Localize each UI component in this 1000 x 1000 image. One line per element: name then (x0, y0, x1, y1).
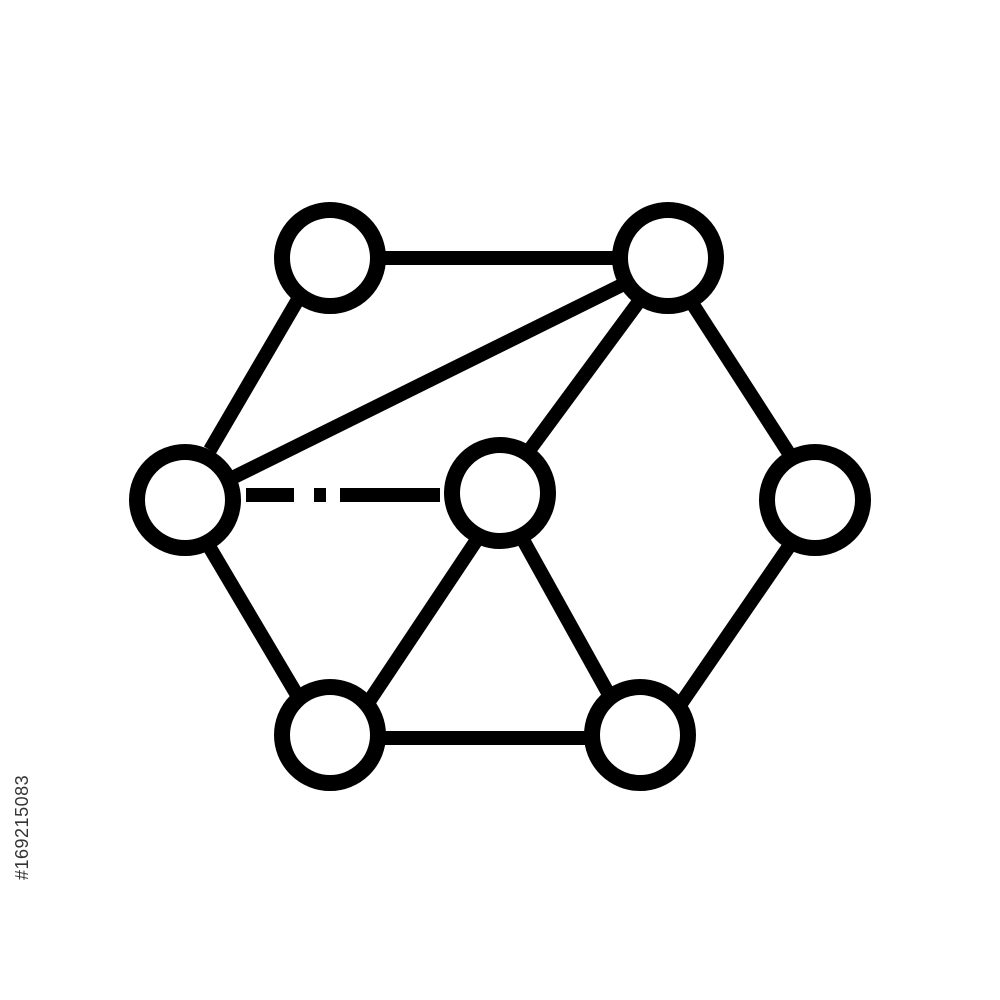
node-n2 (612, 202, 724, 314)
edge-n4-n7 (515, 534, 619, 704)
edge-n3-n2 (224, 275, 632, 487)
node-n6 (274, 679, 386, 791)
edges-layer (203, 251, 796, 745)
stock-watermark: #169215083 (4, 620, 38, 880)
edge-n7-n8 (674, 541, 796, 709)
nodes-layer (129, 202, 871, 791)
edge-n3-n6 (203, 544, 307, 704)
edge-n1-n3 (203, 292, 307, 454)
node-n4 (444, 437, 556, 549)
node-n1 (274, 202, 386, 314)
node-n7 (584, 679, 696, 791)
edge-n2-n4 (522, 295, 646, 457)
node-n3 (129, 444, 241, 556)
stock-id-text: #169215083 (12, 774, 32, 880)
edge-n4-n6 (364, 534, 484, 704)
edge-n2-n5 (684, 296, 796, 459)
node-n5 (759, 444, 871, 556)
